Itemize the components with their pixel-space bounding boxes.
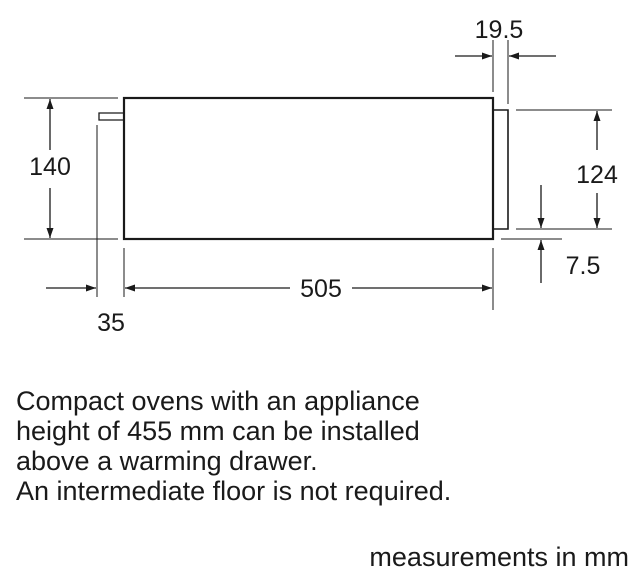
dim-label-505: 505 [300,275,342,303]
extension-lines [24,40,612,310]
dim-label-140: 140 [29,153,71,181]
dim-label-19-5: 19.5 [475,16,524,44]
note-line: An intermediate floor is not required. [16,476,452,506]
note-line: above a warming drawer. [16,446,318,476]
rear-stub [98,112,124,121]
front-panel [493,109,509,230]
installation-note: Compact ovens with an appliance height o… [16,386,616,506]
note-line: height of 455 mm can be installed [16,416,420,446]
note-line: Compact ovens with an appliance [16,386,420,416]
dim-label-124: 124 [576,161,618,189]
units-label: measurements in mm [369,542,629,572]
dim-label-35: 35 [97,309,125,337]
dim-label-7-5: 7.5 [566,252,601,280]
dimension-diagram: 140 124 505 19.5 7.5 35 [24,16,618,337]
drawer-body [122,96,495,241]
